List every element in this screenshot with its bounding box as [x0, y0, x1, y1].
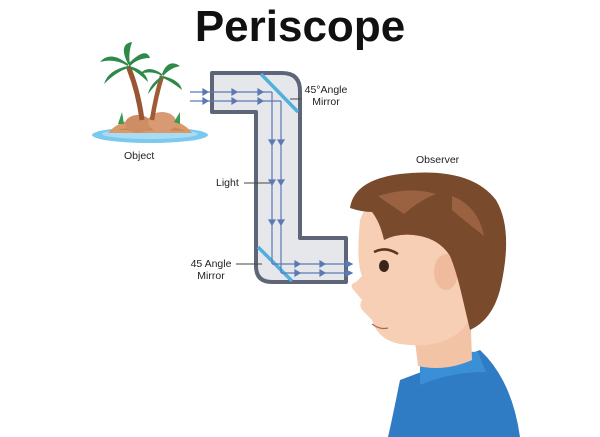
observer-label: Observer [416, 154, 460, 166]
periscope-tube [210, 71, 348, 284]
top-mirror-label-line2: Mirror [312, 96, 340, 108]
top-mirror-label-line1: 45°Angle [304, 84, 348, 96]
observer-illustration [350, 172, 520, 437]
bottom-mirror-label: 45 Angle Mirror [186, 258, 236, 282]
bottom-mirror-label-line1: 45 Angle [190, 258, 232, 270]
diagram-title: Periscope [194, 2, 406, 51]
island-object-illustration [92, 42, 208, 143]
light-rays [190, 87, 354, 278]
top-mirror-label: 45°Angle Mirror [303, 84, 349, 108]
object-label: Object [124, 150, 155, 162]
light-label: Light [216, 177, 239, 189]
bottom-mirror-label-line2: Mirror [197, 270, 225, 282]
top-mirror [259, 72, 300, 114]
